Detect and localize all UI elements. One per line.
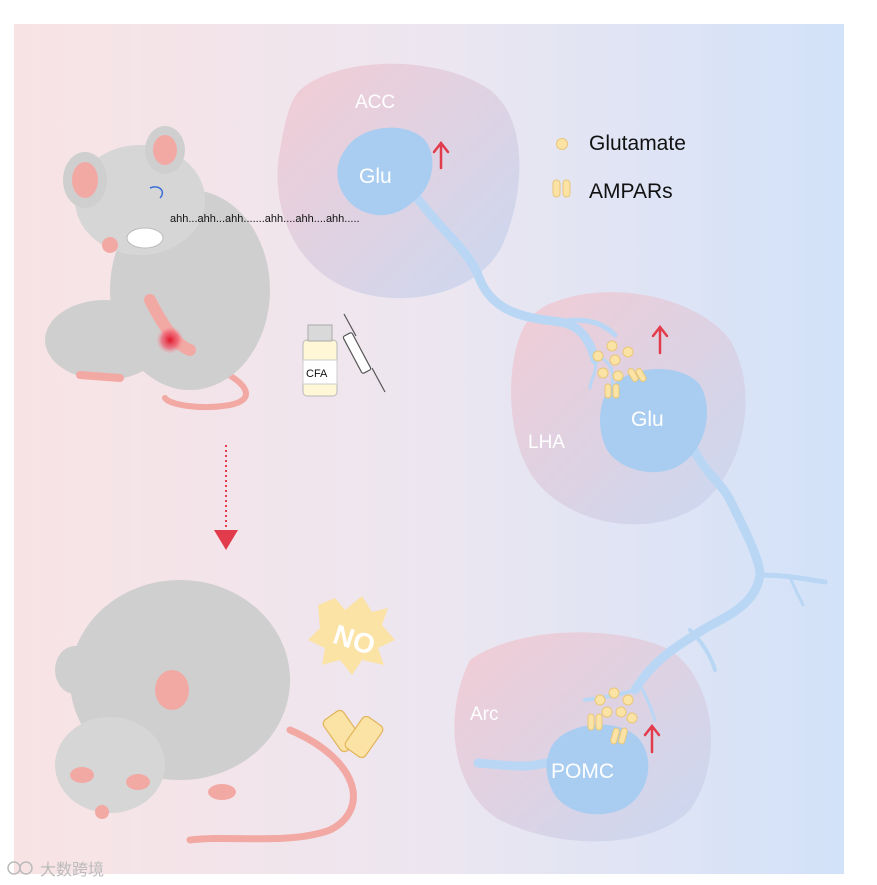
no-burst-icon bbox=[308, 596, 395, 675]
cfa-vial-label: CFA bbox=[306, 368, 328, 380]
watermark-logo bbox=[7, 861, 33, 875]
cfa-vial-icon bbox=[302, 324, 338, 397]
up-arrow-icon bbox=[643, 723, 661, 754]
recovered-mouse-illustration bbox=[55, 580, 357, 844]
arc-region-label: Arc bbox=[470, 704, 499, 725]
lha-neuron-label: Glu bbox=[631, 408, 664, 431]
down-arrow-icon bbox=[214, 445, 238, 550]
arc-pomc-neuron bbox=[546, 724, 649, 815]
lha-ampar-receptors bbox=[604, 368, 647, 399]
acc-neuron-label: Glu bbox=[359, 165, 392, 188]
lha-glu-neuron bbox=[599, 368, 708, 473]
up-arrow-icon bbox=[651, 324, 669, 355]
lha-region-label: LHA bbox=[528, 432, 565, 453]
acc-glu-neuron bbox=[337, 127, 433, 216]
arc-ampar-receptors bbox=[587, 713, 628, 745]
up-arrow-icon bbox=[432, 140, 450, 170]
arc-neuron-label: POMC bbox=[551, 760, 614, 783]
ampar-legend-icon bbox=[552, 179, 571, 198]
glutamate-legend-icon bbox=[556, 138, 568, 150]
mouse-sound-text: ahh...ahh...ahh.......ahh....ahh....ahh.… bbox=[170, 213, 360, 225]
acc-region-label: ACC bbox=[355, 92, 395, 113]
syringe-icon bbox=[342, 313, 386, 393]
lha-glutamate-vesicles bbox=[592, 340, 634, 382]
legend-glutamate-label: Glutamate bbox=[589, 132, 686, 155]
arc-glutamate-vesicles bbox=[594, 687, 638, 724]
pain-mouse-illustration bbox=[45, 126, 270, 410]
watermark-text: 大数跨境 bbox=[40, 860, 104, 879]
ampar-receptor-icon bbox=[322, 709, 384, 759]
legend-ampars-label: AMPARs bbox=[589, 180, 673, 203]
